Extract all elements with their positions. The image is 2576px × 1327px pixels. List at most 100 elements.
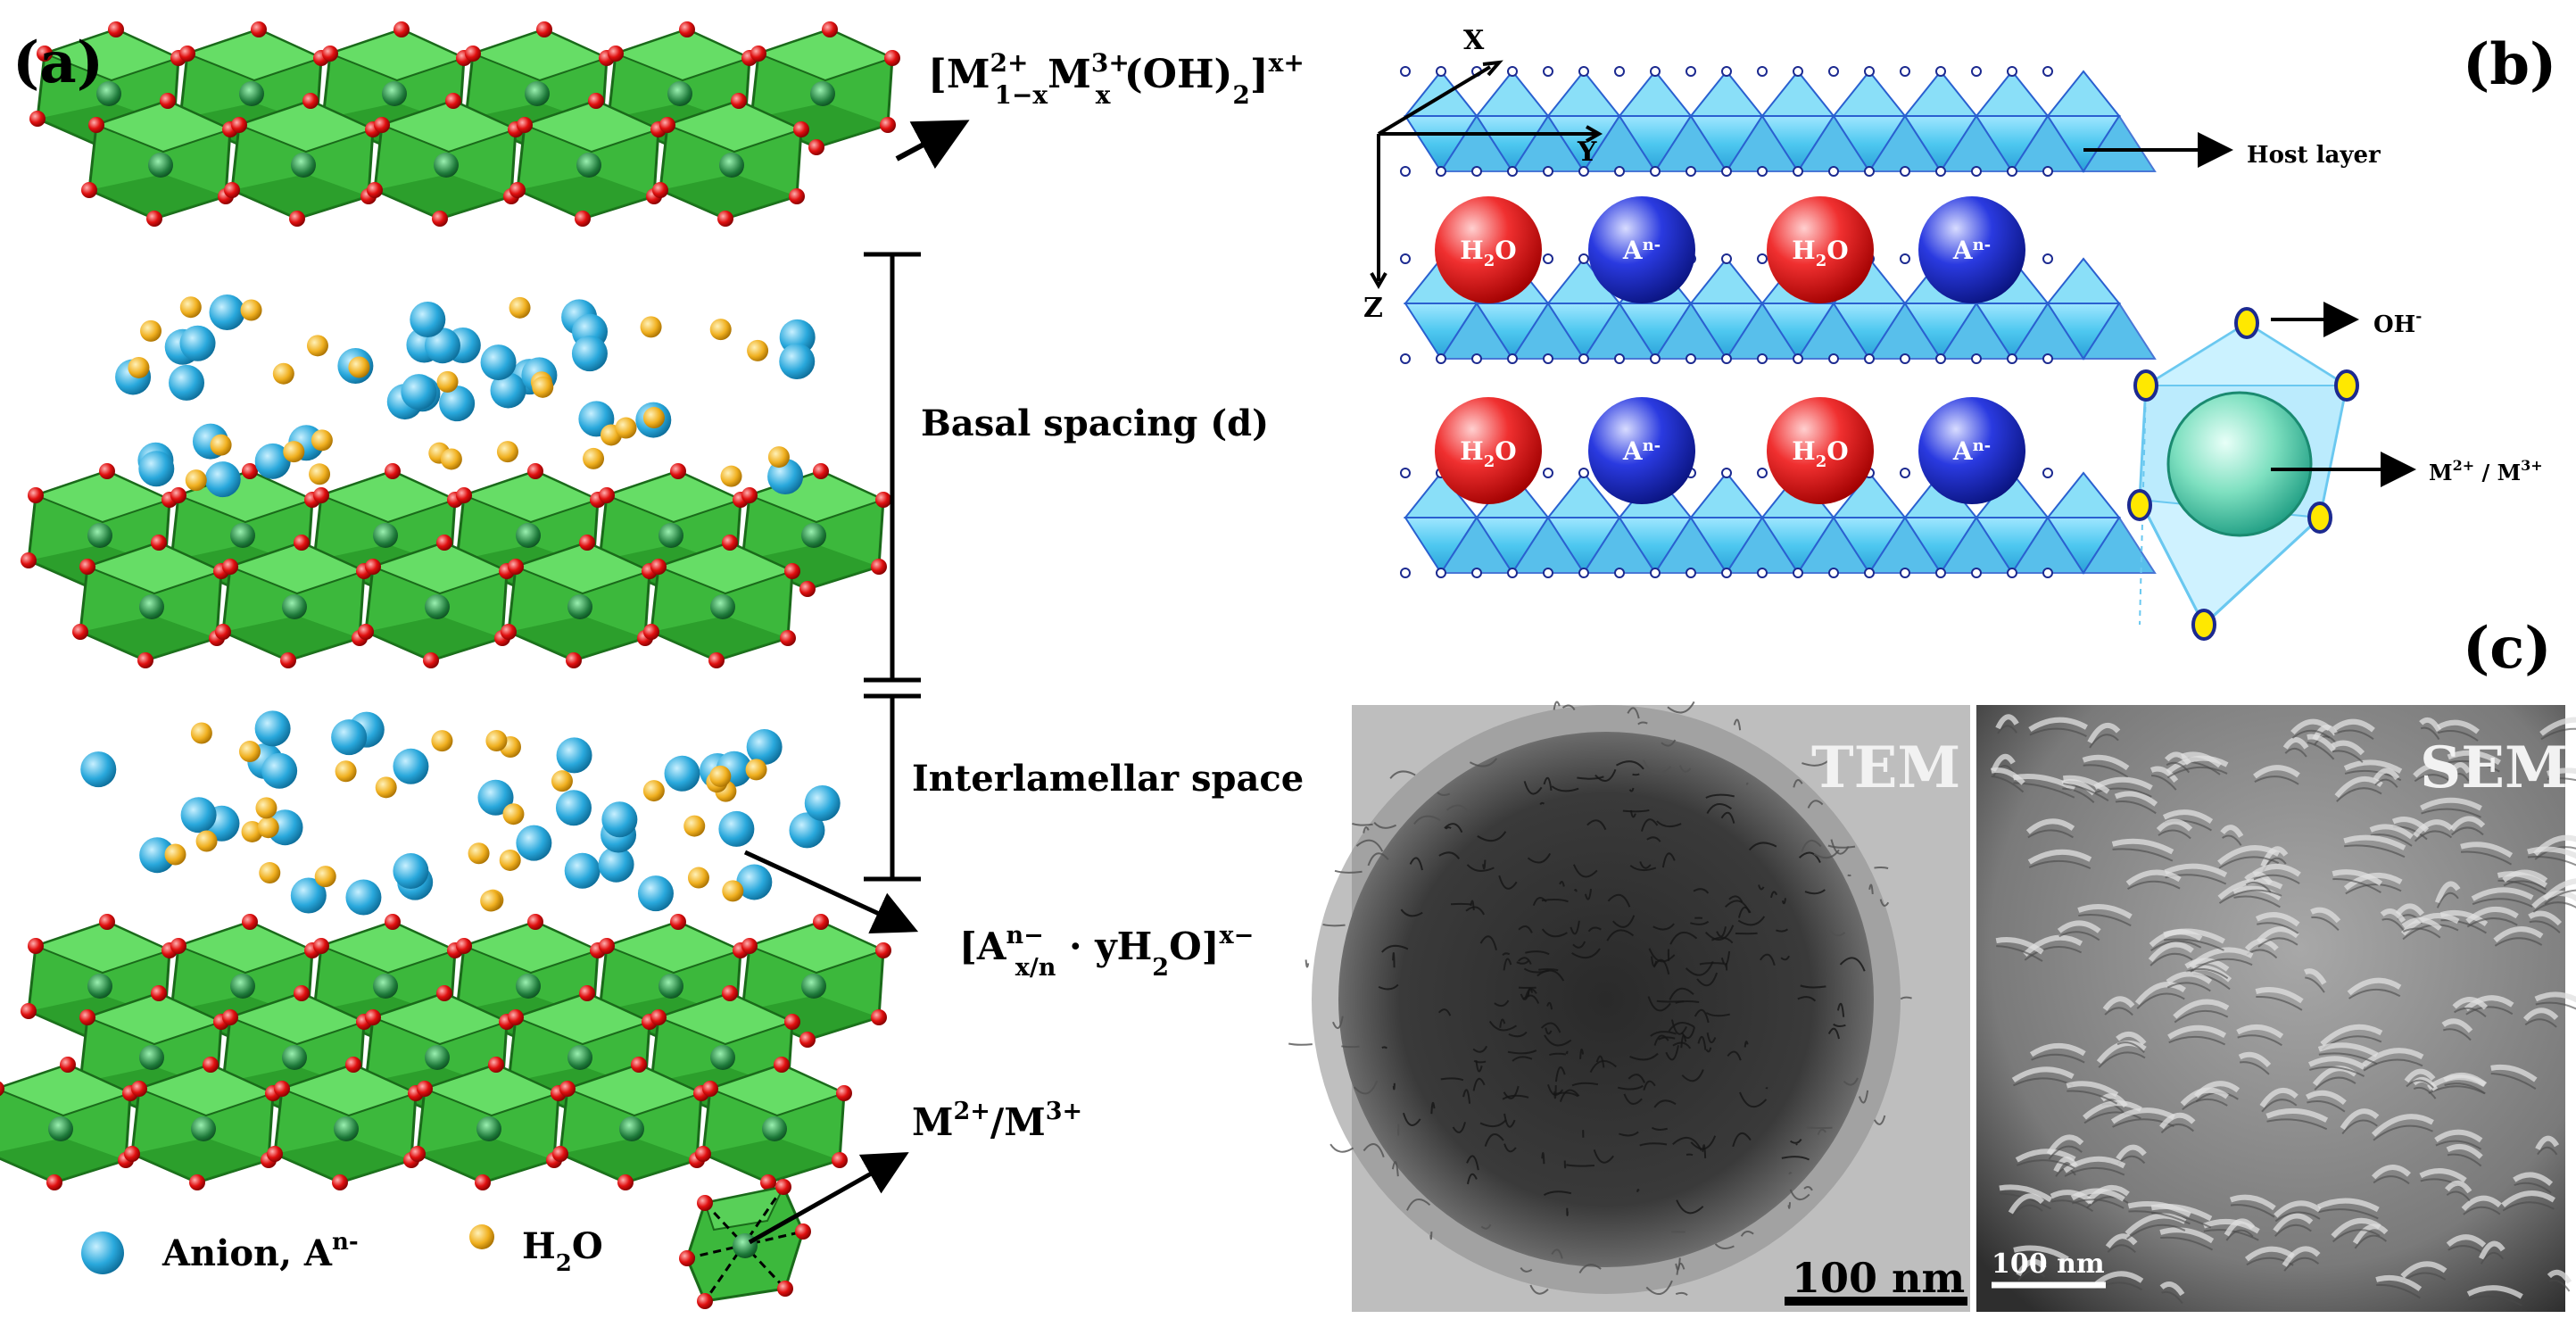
oh-node	[1900, 568, 1910, 578]
tem-flake	[1706, 1032, 1717, 1044]
tem-flake	[1873, 1115, 1886, 1125]
sem-flake	[2528, 910, 2563, 926]
water-molecule	[509, 296, 531, 319]
sem-flake	[2343, 759, 2403, 774]
tem-label: TEM	[1811, 734, 1960, 801]
axes-triad	[1370, 60, 1603, 290]
tem-flake	[1553, 701, 1561, 710]
tem-flake	[1632, 773, 1640, 776]
tem-flake	[1661, 739, 1677, 747]
tem-flake	[1595, 1055, 1605, 1068]
tem-flake	[1400, 908, 1423, 917]
sem-flake-shadow	[2354, 1234, 2387, 1249]
sem-flake	[2513, 1172, 2554, 1187]
oh-node	[1757, 253, 1768, 264]
sem-flake-shadow	[2381, 917, 2405, 931]
sem-flake-shadow	[2529, 920, 2561, 933]
sem-flake	[2307, 734, 2336, 752]
tem-flake	[1798, 851, 1821, 864]
anion-ball-label: An-	[1622, 236, 1661, 265]
water-molecule	[190, 722, 212, 744]
sem-flake	[2501, 1190, 2555, 1207]
oxygen-atom	[445, 93, 461, 109]
oh-node	[1793, 353, 1803, 364]
octahedron-shadow-face	[275, 1138, 411, 1182]
tem-flake	[1686, 1153, 1694, 1157]
sem-flake-shadow	[2370, 834, 2413, 847]
sem-flake	[2163, 928, 2225, 944]
host-prism-top	[1688, 471, 1765, 518]
tem-flake	[1355, 839, 1384, 852]
tem-flake	[1628, 787, 1635, 792]
oxygen-atom	[231, 117, 247, 133]
sem-flake	[2093, 1271, 2144, 1288]
sem-flake	[2373, 767, 2400, 782]
oh-label: OH-	[2373, 308, 2422, 338]
sem-flake-shadow	[2218, 889, 2282, 904]
sem-flake-shadow	[2112, 848, 2174, 862]
oxygen-atom	[536, 21, 552, 37]
tem-flake	[1586, 819, 1607, 831]
tem-flake	[1570, 920, 1580, 935]
sem-flake-shadow	[2098, 1051, 2146, 1068]
tem-flake	[1745, 782, 1749, 785]
water-molecule	[431, 730, 453, 752]
anion	[804, 784, 841, 821]
oxygen-atom	[81, 182, 97, 198]
tem-flake	[1827, 844, 1856, 849]
sem-flake	[2127, 1200, 2191, 1218]
oh-node	[1935, 66, 1946, 77]
tem-flake	[1606, 929, 1635, 941]
sem-flake	[2134, 982, 2186, 1006]
sem-flake-shadow	[2083, 764, 2129, 778]
tem-flake	[1554, 1066, 1566, 1082]
axis-x-label: X	[1463, 25, 1485, 56]
legend-anion-swatch	[81, 1232, 124, 1274]
sem-flake-shadow	[2166, 766, 2228, 779]
oxygen-atom	[124, 1146, 140, 1162]
sem-flake-shadow	[2048, 1145, 2083, 1160]
oh-node	[1436, 568, 1446, 578]
water-molecule	[164, 843, 186, 866]
axis-z-label: Z	[1363, 293, 1383, 324]
tem-flake	[1804, 889, 1826, 895]
anion-ball	[1918, 196, 2025, 303]
metal-cation	[230, 974, 255, 999]
oh-node	[1471, 353, 1482, 364]
metal-cation	[282, 594, 307, 619]
h2o-ball-label: H2O	[1792, 236, 1848, 270]
sem-flake	[2343, 872, 2403, 891]
oxygen-atom	[760, 1174, 776, 1190]
oh-node	[1614, 166, 1625, 177]
sem-flake	[2331, 740, 2365, 756]
oxygen-atom	[579, 535, 595, 551]
tem-flake	[1392, 1082, 1396, 1091]
oxygen-atom	[215, 624, 231, 640]
sem-flake	[2547, 767, 2576, 776]
tem-flake	[1830, 839, 1850, 855]
interlayer-gallery-upper	[115, 294, 816, 498]
sem-flake-shadow	[2063, 783, 2109, 801]
tem-flake	[1650, 956, 1658, 967]
sem-flake	[2371, 1114, 2434, 1137]
oxygen-atom	[137, 652, 153, 668]
sem-flake-shadow	[2414, 774, 2452, 784]
oxygen-atom	[774, 1057, 790, 1073]
sem-flake-shadow	[2104, 1007, 2133, 1016]
tem-flake	[1680, 1026, 1695, 1040]
metal-cation	[291, 153, 316, 178]
h2o-ball-label: H2O	[1792, 436, 1848, 471]
anion	[598, 846, 634, 883]
sem-flake	[2527, 846, 2576, 859]
sem-flake-shadow	[2161, 1290, 2183, 1305]
oh-node	[2042, 468, 2053, 478]
sem-flake	[2116, 1144, 2147, 1161]
tem-flake	[1520, 1266, 1533, 1273]
sem-flake-shadow	[2115, 800, 2157, 815]
sem-flake-shadow	[2017, 1269, 2046, 1281]
tem-flake	[1540, 1022, 1561, 1033]
tem-flake	[1503, 1143, 1517, 1153]
sem-flake-shadow	[2254, 775, 2299, 785]
metal-cation	[476, 1116, 501, 1141]
sem-flake-shadow	[2348, 988, 2401, 999]
